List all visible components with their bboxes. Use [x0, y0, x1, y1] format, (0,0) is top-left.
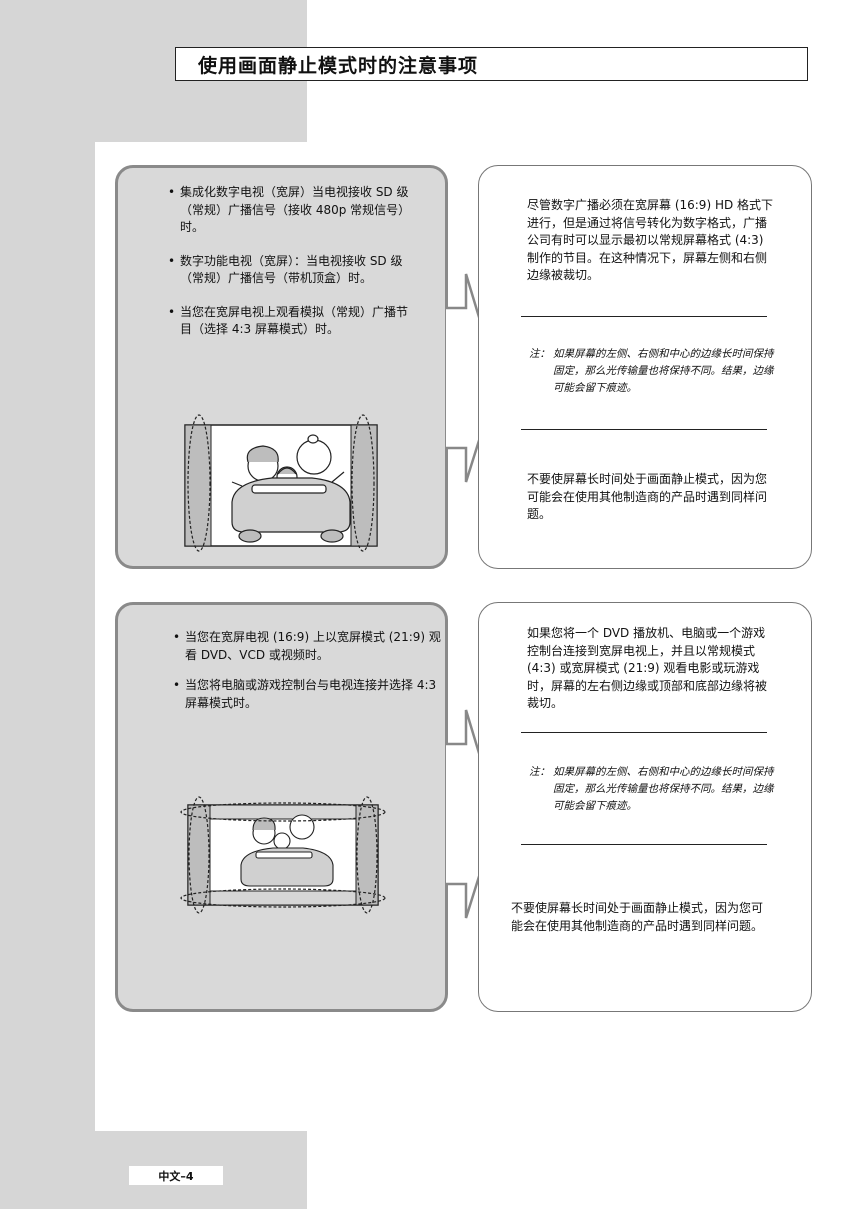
explanation-text: 如果您将一个 DVD 播放机、电脑或一个游戏控制台连接到宽屏电视上，并且以常规模… [527, 626, 768, 710]
divider [521, 844, 767, 845]
condition-panel-1: 集成化数字电视（宽屏）当电视接收 SD 级（常规）广播信号（接收 480p 常规… [115, 165, 448, 569]
condition-panel-2: 当您在宽屏电视 (16:9) 上以宽屏模式 (21:9) 观看 DVD、VCD … [115, 602, 448, 1012]
decorative-grey-band-left [0, 142, 95, 1209]
letterbox-pillarbox-illustration [180, 796, 386, 914]
explanation-text: 尽管数字广播必须在宽屏幕 (16:9) HD 格式下进行，但是通过将信号转化为数… [527, 198, 774, 282]
condition-item: 当您在宽屏电视 (16:9) 上以宽屏模式 (21:9) 观看 DVD、VCD … [173, 629, 443, 664]
cartoon-family-car-icon [231, 434, 351, 543]
condition-item: 当您将电脑或游戏控制台与电视连接并选择 4:3 屏幕模式时。 [173, 677, 443, 712]
condition-list-2: 当您在宽屏电视 (16:9) 上以宽屏模式 (21:9) 观看 DVD、VCD … [173, 629, 443, 725]
condition-list-1: 集成化数字电视（宽屏）当电视接收 SD 级（常规）广播信号（接收 480p 常规… [168, 184, 418, 355]
note: 注： 如果屏幕的左侧、右侧和中心的边缘长时间保持固定，那么光传输量也将保持不同。… [529, 764, 775, 815]
note-text: 如果屏幕的左侧、右侧和中心的边缘长时间保持固定，那么光传输量也将保持不同。结果，… [553, 348, 774, 394]
condition-item: 集成化数字电视（宽屏）当电视接收 SD 级（常规）广播信号（接收 480p 常规… [168, 184, 418, 237]
divider [521, 429, 767, 430]
page-title-box: 使用画面静止模式时的注意事项 [175, 47, 808, 81]
explanation-box-1: 尽管数字广播必须在宽屏幕 (16:9) HD 格式下进行，但是通过将信号转化为数… [478, 165, 812, 569]
warning-text: 不要使屏幕长时间处于画面静止模式，因为您可能会在使用其他制造商的产品时遇到同样问… [527, 472, 768, 521]
warning-text: 不要使屏幕长时间处于画面静止模式，因为您可能会在使用其他制造商的产品时遇到同样问… [511, 901, 764, 933]
page-number: 中文–4 [129, 1166, 223, 1185]
note-label: 注： [529, 348, 550, 360]
note-text: 如果屏幕的左侧、右侧和中心的边缘长时间保持固定，那么光传输量也将保持不同。结果，… [553, 766, 774, 812]
divider [521, 732, 767, 733]
widescreen-side-bars-illustration [184, 414, 378, 552]
note-label: 注： [529, 766, 550, 778]
condition-item: 当您在宽屏电视上观看模拟（常规）广播节目（选择 4:3 屏幕模式）时。 [168, 304, 418, 339]
condition-item: 数字功能电视（宽屏）：当电视接收 SD 级（常规）广播信号（带机顶盒）时。 [168, 253, 418, 288]
page-title: 使用画面静止模式时的注意事项 [198, 54, 479, 77]
explanation-box-2: 如果您将一个 DVD 播放机、电脑或一个游戏控制台连接到宽屏电视上，并且以常规模… [478, 602, 812, 1012]
divider [521, 316, 767, 317]
note: 注： 如果屏幕的左侧、右侧和中心的边缘长时间保持固定，那么光传输量也将保持不同。… [529, 346, 775, 397]
